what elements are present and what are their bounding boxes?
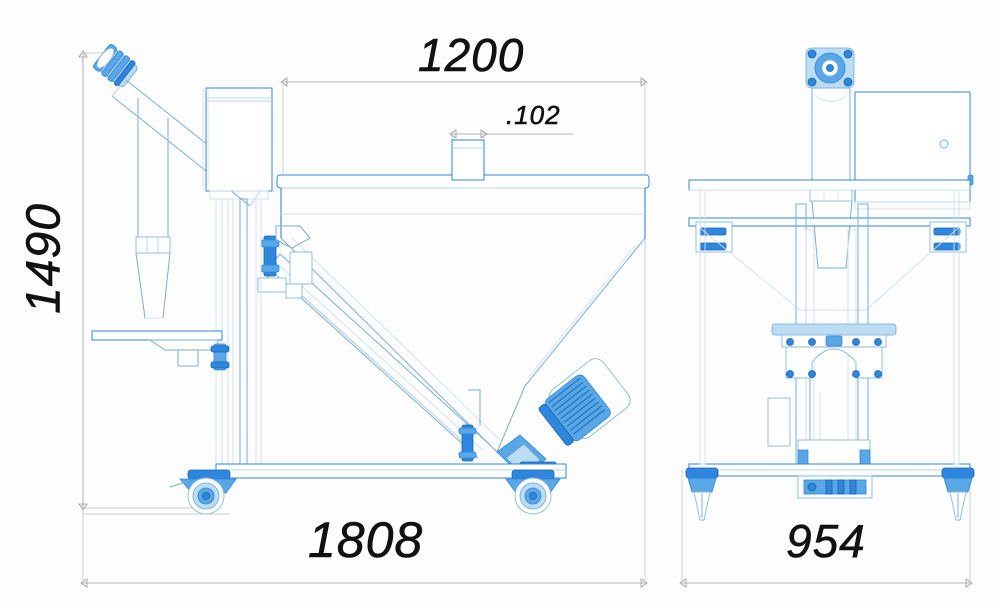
bearing-flange <box>805 47 855 89</box>
control-cabinet <box>202 87 273 200</box>
dimension-label-overall-length: 1808 <box>308 512 424 569</box>
drive-motor <box>538 358 631 446</box>
frame-legs <box>215 198 262 472</box>
shelf-tray <box>91 330 230 371</box>
pump-head <box>771 323 897 465</box>
inclined-conveyor-housing <box>267 253 491 459</box>
top-spout <box>451 139 485 181</box>
dimension-label-overall-depth: 954 <box>786 515 866 568</box>
top-frame-rails <box>688 179 971 227</box>
caster-wheel-rear <box>505 469 561 515</box>
hopper-tank <box>276 174 650 453</box>
lower-bearing-block <box>458 389 481 462</box>
control-cabinet-front <box>854 91 974 210</box>
vertical-chute-front <box>809 87 853 269</box>
caster-wheel-right-front <box>941 467 975 521</box>
front-elevation-view <box>685 47 975 521</box>
base-rail-front <box>688 189 971 477</box>
centre-bottom-bracket <box>797 475 873 499</box>
inlet-flange-icon <box>93 44 138 87</box>
vertical-chute <box>135 98 171 319</box>
caster-wheel-front <box>169 469 237 515</box>
hopper-cone-front <box>699 227 959 311</box>
side-elevation-view <box>83 44 650 515</box>
dimension-label-overall-height: 1490 <box>17 203 71 314</box>
side-clamp-left <box>695 221 733 253</box>
caster-wheel-left-front <box>685 467 719 521</box>
dimension-label-spout-width: .102 <box>506 100 561 131</box>
dimension-label-tank-width: 1200 <box>418 29 525 82</box>
accessory-box <box>767 397 791 447</box>
bearing-block <box>257 225 313 299</box>
